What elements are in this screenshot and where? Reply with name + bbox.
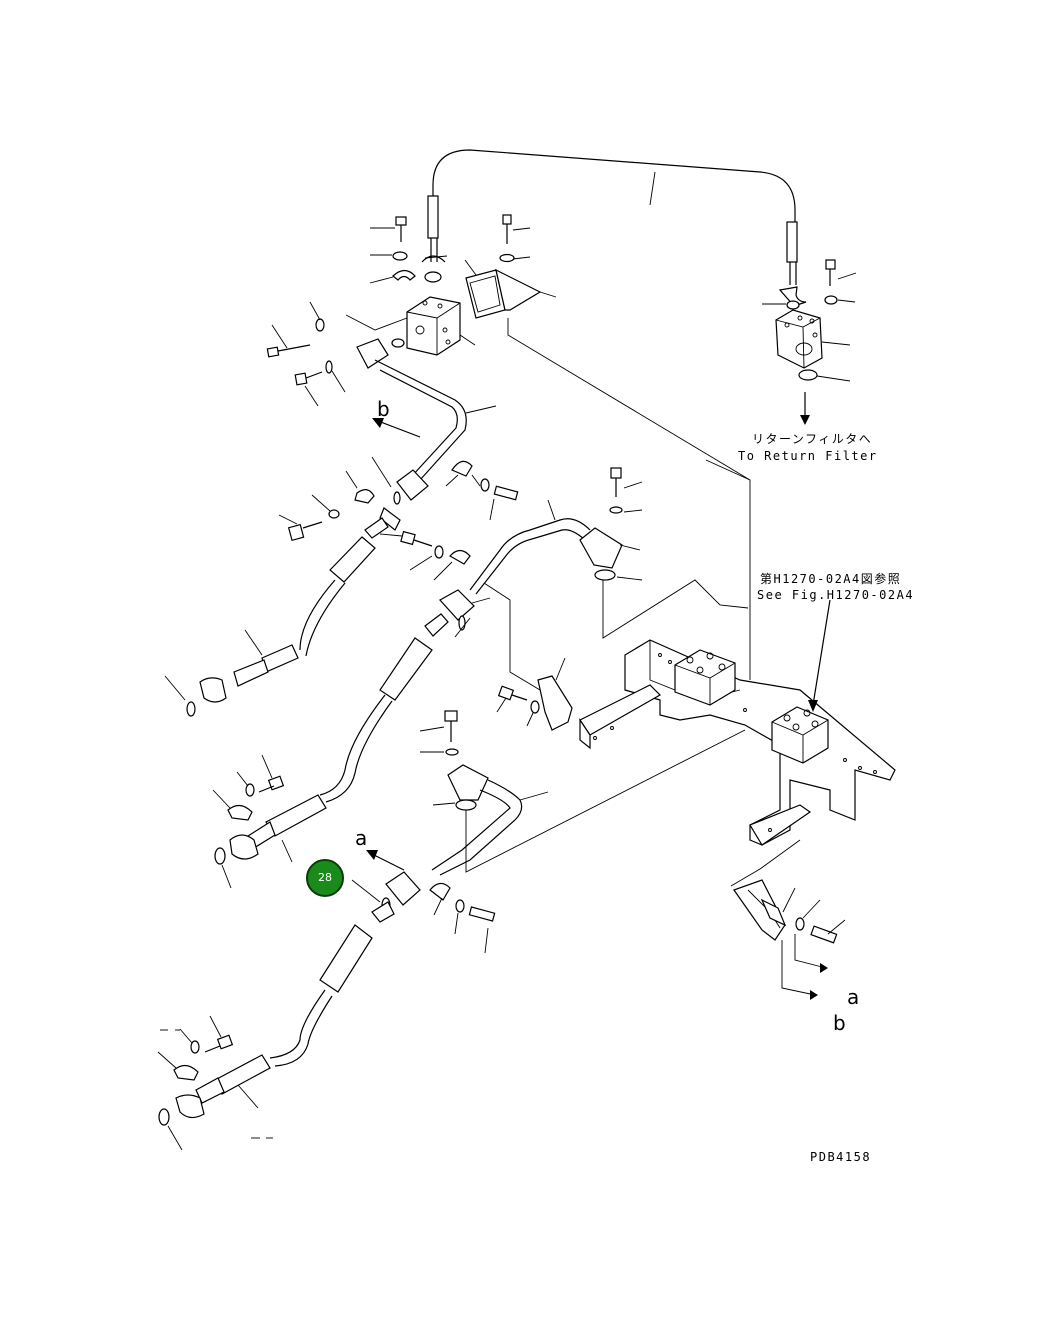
top-left-bolt-stack: [369, 216, 448, 284]
lower-right-bracket: [733, 879, 846, 1000]
direction-letter-b-top: b: [377, 397, 390, 421]
see-fig-label-jp: 第H1270-02A4図参照: [760, 572, 902, 586]
top-return-hose: [427, 149, 798, 285]
return-filter-label-jp: リターンフィルタへ: [752, 432, 873, 446]
middle-bracket: [496, 657, 573, 731]
see-fig-arrowhead: [808, 700, 818, 712]
hose-1: [164, 507, 401, 717]
hose-2: [212, 613, 449, 889]
direction-letter-a-top: a: [355, 826, 368, 850]
middle-tube: [379, 467, 643, 638]
reference-lines: [465, 318, 821, 887]
drawing-code: PDB4158: [810, 1150, 872, 1164]
left-hose-clamp-upper: [278, 456, 519, 542]
top-plate-bracket: [464, 214, 557, 319]
part-callout-marker[interactable]: 28: [306, 859, 344, 897]
valve-block-left: [674, 649, 736, 706]
direction-letter-b-right: b: [833, 1011, 846, 1035]
see-fig-arrow: [812, 599, 831, 706]
lower-tube: [351, 710, 549, 954]
return-filter-label-en: To Return Filter: [738, 449, 878, 463]
main-frame: [579, 639, 896, 846]
hose-3: [157, 901, 395, 1151]
top-manifold-block: [345, 296, 476, 356]
upper-left-tube: [266, 301, 497, 501]
valve-block-right: [771, 706, 829, 764]
direction-letter-a-right: a: [847, 985, 860, 1009]
return-filter-head: [762, 259, 857, 425]
see-fig-label-en: See Fig.H1270-02A4: [757, 588, 915, 602]
